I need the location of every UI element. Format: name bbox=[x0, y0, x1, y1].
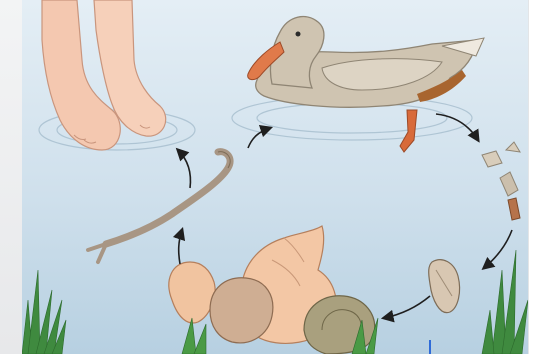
right-page-edge bbox=[528, 0, 546, 354]
lifecycle-scene bbox=[22, 0, 528, 354]
left-page-edge bbox=[0, 0, 23, 354]
text-cursor-icon bbox=[429, 340, 431, 354]
